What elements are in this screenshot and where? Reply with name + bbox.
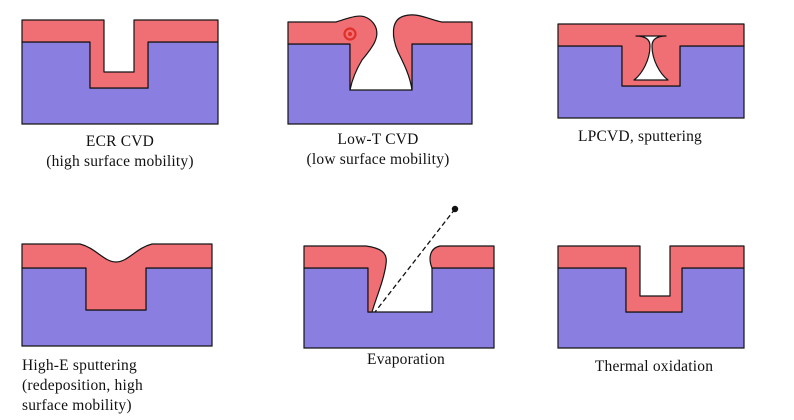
deposited-film — [429, 245, 495, 269]
panel-lpcvd-sputtering — [557, 23, 745, 119]
caption-evaporation: Evaporation — [367, 350, 445, 370]
caption-high-e-sputtering: High-E sputtering (redeposition, high su… — [22, 356, 143, 416]
caption-low-t-cvd: Low-T CVD (low surface mobility) — [307, 130, 450, 170]
evaporation-source-point — [451, 205, 459, 213]
cursor-marker-dot — [348, 32, 352, 36]
panel-thermal-oxidation — [557, 245, 745, 349]
deposited-film — [303, 245, 387, 313]
deposited-film — [21, 243, 213, 311]
caption-lpcvd-sputtering: LPCVD, sputtering — [578, 127, 702, 147]
caption-line: Low-T CVD — [337, 131, 419, 148]
caption-line: (low surface mobility) — [306, 151, 450, 168]
caption-line: (high surface mobility) — [46, 153, 194, 170]
panel-ecr-cvd — [21, 19, 219, 125]
panel-low-t-cvd — [287, 14, 473, 125]
deposited-film — [557, 23, 745, 87]
caption-line: Thermal oxidation — [594, 358, 714, 375]
caption-line: (redeposition, high — [22, 377, 143, 394]
caption-thermal-oxidation: Thermal oxidation — [595, 357, 713, 377]
deposited-film — [21, 19, 219, 89]
caption-line: surface mobility) — [22, 397, 132, 414]
deposited-film — [557, 245, 745, 313]
caption-line: LPCVD, sputtering — [578, 128, 702, 145]
substrate — [287, 43, 473, 125]
caption-line: Evaporation — [367, 351, 445, 368]
caption-line: ECR CVD — [85, 133, 155, 150]
cursor-marker — [343, 27, 357, 41]
panel-evaporation — [303, 205, 495, 349]
caption-line: High-E sputtering — [22, 357, 137, 374]
deposited-film — [392, 14, 473, 91]
line-of-sight-ray — [374, 208, 456, 313]
substrate — [303, 267, 495, 349]
panel-high-e-sputtering — [21, 243, 213, 347]
caption-ecr-cvd: ECR CVD (high surface mobility) — [46, 132, 194, 172]
